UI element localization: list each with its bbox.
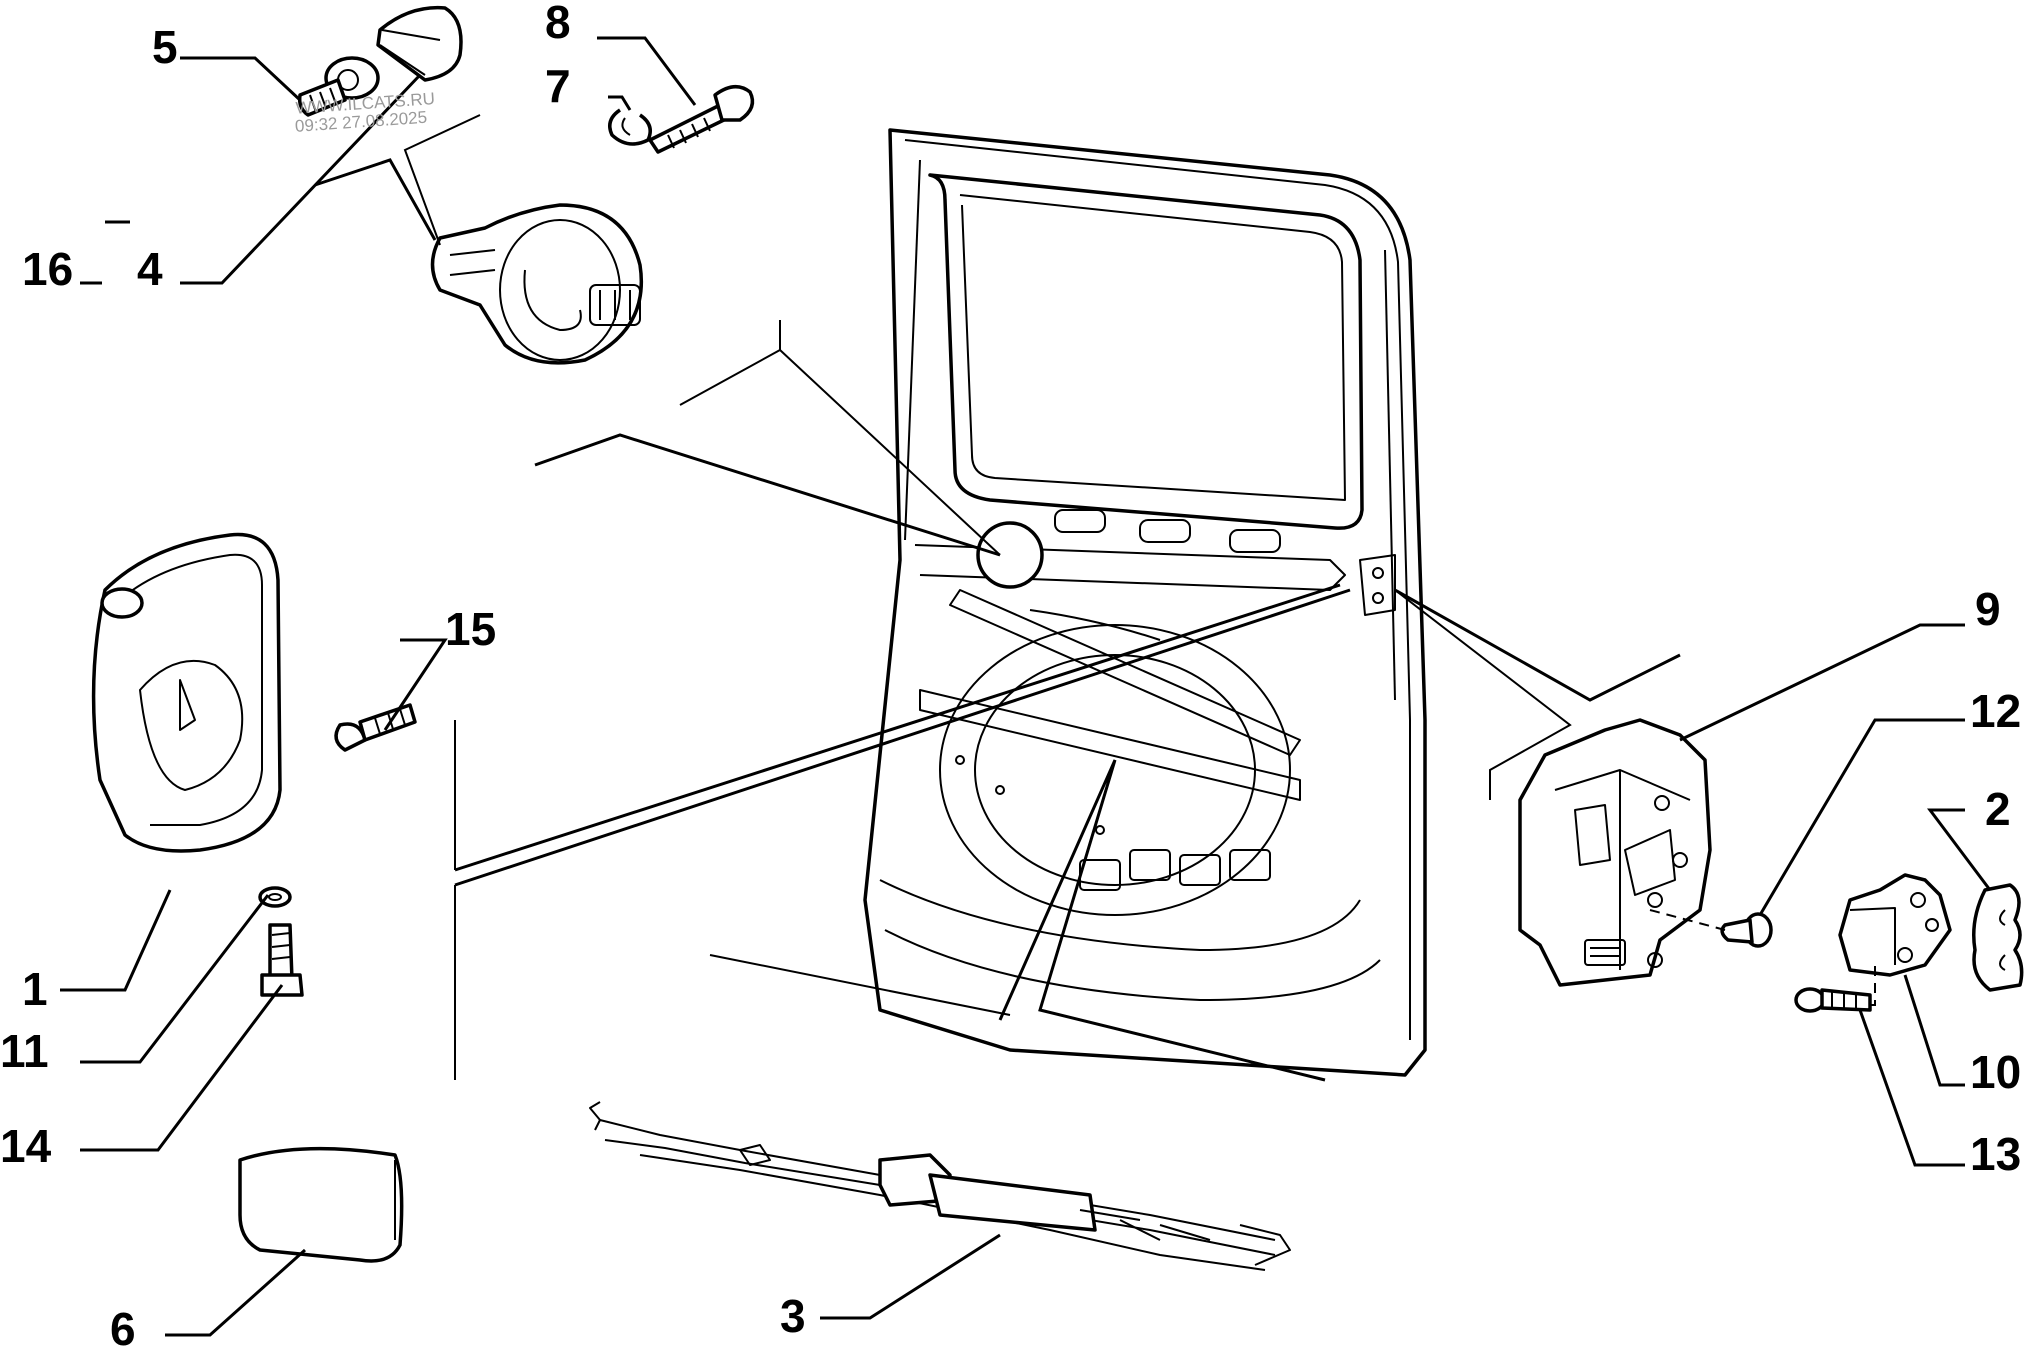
callout-7: 7 [545,60,571,112]
callout-6: 6 [110,1303,136,1347]
part-2-shim [1972,883,2024,992]
part-10-striker [1838,873,1952,977]
part-15-bolt [334,703,417,752]
callout-1: 1 [22,963,48,1015]
part-16-assembly [430,203,643,365]
part-1-handle [91,532,282,853]
callout-16: 16 [22,243,73,295]
part-9-lock [1518,718,1712,987]
callout-4: 4 [137,243,163,295]
callout-10: 10 [1970,1046,2021,1098]
part-11-washer [258,886,292,908]
door-panel [863,128,1427,1077]
part-14-bolt [260,923,304,997]
part-7-clip [608,108,652,146]
part-13-screw [1794,987,1872,1013]
part-8-bolt [648,85,755,154]
callout-5: 5 [152,21,178,73]
callout-9: 9 [1975,583,2001,635]
part-5-screw [297,56,380,117]
callout-8: 8 [545,0,571,48]
part-3-cable-assembly [589,1101,1291,1271]
callout-3: 3 [780,1290,806,1342]
callout-12: 12 [1970,685,2021,737]
callout-14: 14 [0,1120,52,1172]
callout-2: 2 [1985,783,2011,835]
part-12-screw [1720,912,1773,948]
exploded-view-lines [314,114,1681,1082]
part-4-cap [376,5,463,82]
callout-11: 11 [0,1025,49,1077]
callout-leaders [60,36,1992,1337]
part-6-cover [238,1146,404,1263]
callout-13: 13 [1970,1128,2021,1180]
callout-15: 15 [445,603,496,655]
